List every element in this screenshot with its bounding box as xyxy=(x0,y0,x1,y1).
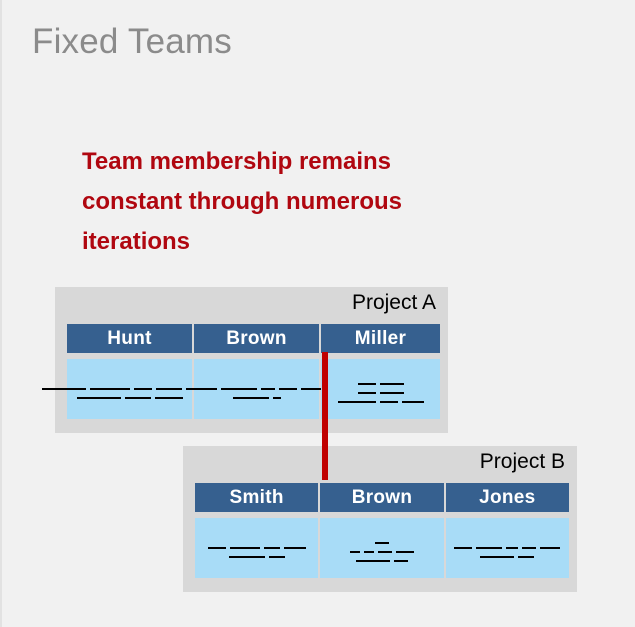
scribble-dash xyxy=(283,546,306,549)
scribble-line xyxy=(76,396,183,399)
member-card[interactable]: Jones xyxy=(445,483,569,578)
member-notes xyxy=(320,518,444,578)
scribble-dash xyxy=(349,551,360,553)
scribble-dash xyxy=(260,387,275,390)
scribble-dash xyxy=(89,387,130,390)
scribble-dash xyxy=(154,396,183,399)
scribble-line xyxy=(349,551,414,553)
scribble-line xyxy=(355,560,408,562)
member-name: Jones xyxy=(445,483,569,512)
member-name: Brown xyxy=(320,483,444,512)
shared-member-connector-line xyxy=(322,352,328,480)
scribble-line xyxy=(232,396,281,399)
scribble-dash xyxy=(186,387,217,390)
member-name: Miller xyxy=(321,324,440,353)
project-label-b: Project B xyxy=(479,450,565,473)
member-card[interactable]: Smith xyxy=(195,483,319,578)
page-title: Fixed Teams xyxy=(32,22,232,61)
scribble-dash xyxy=(480,555,515,558)
scribble-line xyxy=(337,401,424,403)
scribble-dash xyxy=(363,551,374,553)
member-card[interactable]: Hunt xyxy=(41,324,218,419)
callout-text: Team membership remains constant through… xyxy=(82,148,402,255)
member-notes xyxy=(41,359,218,419)
scribble-dash xyxy=(506,546,519,549)
scribble-dash xyxy=(228,555,265,558)
scribble-dash xyxy=(124,396,151,399)
member-notes xyxy=(186,359,327,419)
scribble-dash xyxy=(401,401,424,403)
member-name: Smith xyxy=(195,483,319,512)
scribble-line xyxy=(357,383,404,385)
scribble-dash xyxy=(232,396,269,399)
scribble-line xyxy=(454,546,561,549)
scribble-line xyxy=(207,546,306,549)
scribble-dash xyxy=(220,387,257,390)
member-name: Hunt xyxy=(67,324,192,353)
scribble-dash xyxy=(395,551,414,553)
member-card[interactable]: Brown xyxy=(320,483,444,578)
scribble-line xyxy=(357,392,404,394)
scribble-dash xyxy=(357,383,376,385)
scribble-dash xyxy=(374,542,389,544)
scribble-dash xyxy=(76,396,121,399)
member-notes xyxy=(445,518,569,578)
scribble-dash xyxy=(379,383,404,385)
scribble-dash xyxy=(540,546,561,549)
scribble-dash xyxy=(377,551,392,553)
scribble-line xyxy=(228,555,285,558)
scribble-dash xyxy=(337,401,376,403)
scribble-dash xyxy=(300,387,327,390)
scribble-dash xyxy=(133,387,152,390)
member-notes xyxy=(195,518,319,578)
scribble-dash xyxy=(229,546,260,549)
scribble-dash xyxy=(263,546,280,549)
scribble-dash xyxy=(518,555,535,558)
scribble-line xyxy=(480,555,535,558)
scribble-dash xyxy=(278,387,297,390)
scribble-dash xyxy=(207,546,226,549)
member-name: Brown xyxy=(194,324,319,353)
scribble-line xyxy=(186,387,327,390)
project-label-a: Project A xyxy=(351,291,436,314)
member-notes xyxy=(321,359,440,419)
scribble-dash xyxy=(41,387,86,390)
scribble-dash xyxy=(272,396,281,399)
scribble-dash xyxy=(454,546,473,549)
scribble-dash xyxy=(393,560,408,562)
scribble-dash xyxy=(379,392,404,394)
scribble-dash xyxy=(476,546,503,549)
scribble-line xyxy=(374,542,389,544)
member-card[interactable]: Brown xyxy=(186,324,327,419)
scribble-dash xyxy=(155,387,182,390)
scribble-dash xyxy=(268,555,285,558)
scribble-dash xyxy=(357,392,376,394)
scribble-dash xyxy=(379,401,398,403)
scribble-dash xyxy=(355,560,390,562)
scribble-dash xyxy=(522,546,537,549)
member-card[interactable]: Miller xyxy=(321,324,440,419)
